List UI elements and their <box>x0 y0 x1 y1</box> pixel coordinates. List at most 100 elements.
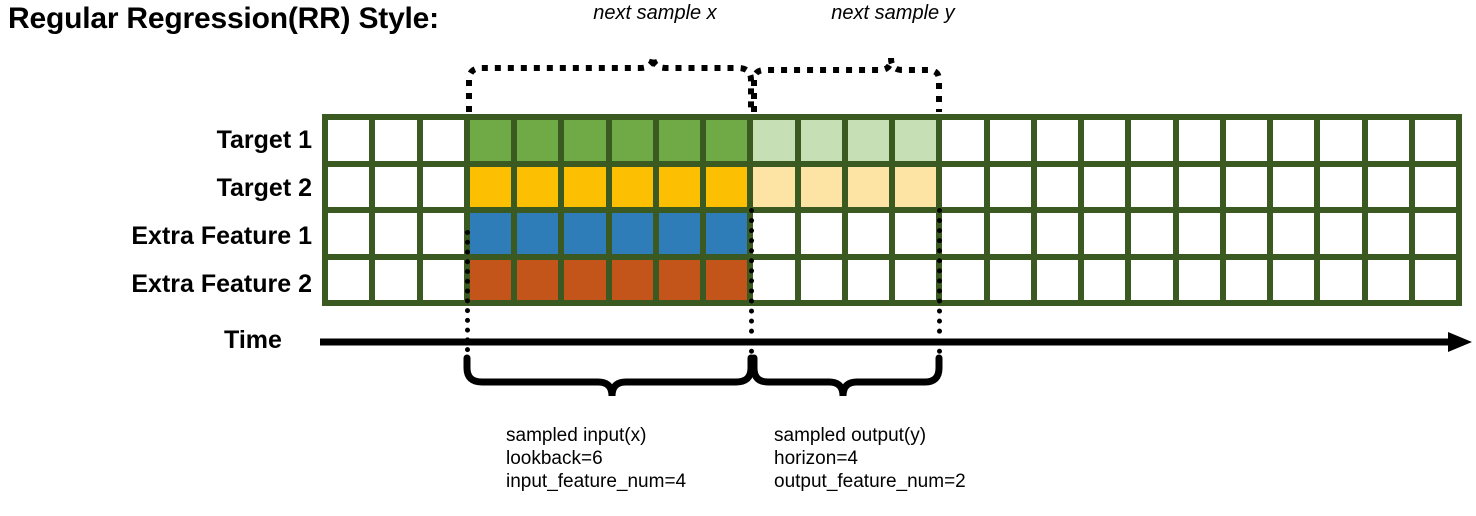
time-axis-label: Time <box>224 326 282 354</box>
grid-cell <box>847 213 889 254</box>
guide-line-input-end <box>749 208 754 364</box>
next-sample-x-label: next sample x <box>593 2 717 24</box>
grid-cell <box>611 259 653 300</box>
grid-cell <box>1225 259 1267 300</box>
grid-cell <box>658 259 700 300</box>
sampled-output-line-2: horizon=4 <box>774 448 858 469</box>
grid-cell <box>1414 120 1456 161</box>
grid-cell <box>942 120 984 161</box>
timeseries-grid <box>322 114 1462 306</box>
grid-cell <box>564 259 606 300</box>
input-bottom-brace-path <box>463 354 755 397</box>
grid-cell <box>1367 166 1409 207</box>
row-label-extra-feature-2: Extra Feature 2 <box>131 270 312 298</box>
bottom-braces <box>463 354 943 397</box>
grid-cell <box>1225 166 1267 207</box>
grid-cell <box>564 120 606 161</box>
grid-cell <box>989 120 1031 161</box>
grid-cell <box>1320 213 1362 254</box>
grid-cell <box>611 166 653 207</box>
grid-cell <box>469 166 511 207</box>
grid-cell <box>1036 259 1078 300</box>
grid-cell <box>1178 166 1220 207</box>
grid-cell <box>1273 120 1315 161</box>
grid-cell <box>800 259 842 300</box>
grid-cell <box>517 120 559 161</box>
grid-cell <box>1131 166 1173 207</box>
grid-cell <box>469 120 511 161</box>
grid-cell <box>1273 259 1315 300</box>
grid-cell <box>517 213 559 254</box>
grid-cell <box>753 120 795 161</box>
output-brace-path <box>751 57 942 112</box>
grid-cell <box>375 166 417 207</box>
grid-cell <box>1131 213 1173 254</box>
grid-cell <box>422 166 464 207</box>
grid-cell <box>1225 120 1267 161</box>
grid-cell <box>422 213 464 254</box>
grid-cell <box>328 259 370 300</box>
grid-cell <box>611 120 653 161</box>
grid-cell <box>753 213 795 254</box>
sampled-input-line-2: lookback=6 <box>506 448 603 469</box>
grid-cell <box>1320 259 1362 300</box>
grid-cell <box>989 166 1031 207</box>
row-label-target-1: Target 1 <box>216 126 312 154</box>
grid-cell <box>895 166 937 207</box>
grid-cell <box>989 259 1031 300</box>
sampled-output-caption: sampled output(y) horizon=4 output_featu… <box>774 424 966 493</box>
grid-cell <box>1084 120 1126 161</box>
grid-cell <box>895 213 937 254</box>
grid-cell <box>375 213 417 254</box>
grid-cell <box>328 213 370 254</box>
grid-cell <box>942 259 984 300</box>
grid-cell <box>847 259 889 300</box>
sampled-output-line-1: sampled output(y) <box>774 425 927 446</box>
grid-cell <box>753 166 795 207</box>
grid-cell <box>1273 166 1315 207</box>
grid-cell <box>517 259 559 300</box>
grid-cell <box>1084 166 1126 207</box>
grid-cell <box>1084 213 1126 254</box>
grid-cell <box>1367 213 1409 254</box>
grid-cell <box>375 120 417 161</box>
top-dotted-braces <box>466 55 942 112</box>
grid-cell <box>1414 213 1456 254</box>
grid-cell <box>375 259 417 300</box>
row-label-extra-feature-1: Extra Feature 1 <box>131 222 312 250</box>
grid-cell <box>1178 259 1220 300</box>
row-label-target-2: Target 2 <box>216 174 312 202</box>
grid-cell <box>1036 213 1078 254</box>
sampled-input-line-1: sampled input(x) <box>506 425 647 446</box>
grid-cell <box>658 213 700 254</box>
sampled-input-line-3: input_feature_num=4 <box>506 471 687 492</box>
grid-cell <box>1131 120 1173 161</box>
grid-cell <box>1367 259 1409 300</box>
grid-cell <box>1225 213 1267 254</box>
time-axis-arrow <box>320 332 1472 352</box>
sampled-input-caption: sampled input(x) lookback=6 input_featur… <box>506 424 686 493</box>
grid-cell <box>328 166 370 207</box>
grid-cell <box>658 120 700 161</box>
grid-cell <box>942 213 984 254</box>
grid-cell <box>469 259 511 300</box>
grid-cell <box>1084 259 1126 300</box>
guide-line-output-end <box>937 208 942 364</box>
grid-cell <box>1036 120 1078 161</box>
grid-cell <box>706 259 748 300</box>
grid-cell <box>1178 213 1220 254</box>
grid-cell <box>1414 166 1456 207</box>
grid-cell <box>800 213 842 254</box>
grid-cell <box>422 120 464 161</box>
grid-cell <box>989 213 1031 254</box>
grid-cell <box>1414 259 1456 300</box>
grid-cell <box>753 259 795 300</box>
grid-cell <box>895 259 937 300</box>
grid-cell <box>1131 259 1173 300</box>
guide-line-input-start <box>465 230 470 362</box>
grid-cell <box>800 166 842 207</box>
grid-cell <box>611 213 653 254</box>
next-sample-y-label: next sample y <box>831 2 955 24</box>
grid-cell <box>706 120 748 161</box>
